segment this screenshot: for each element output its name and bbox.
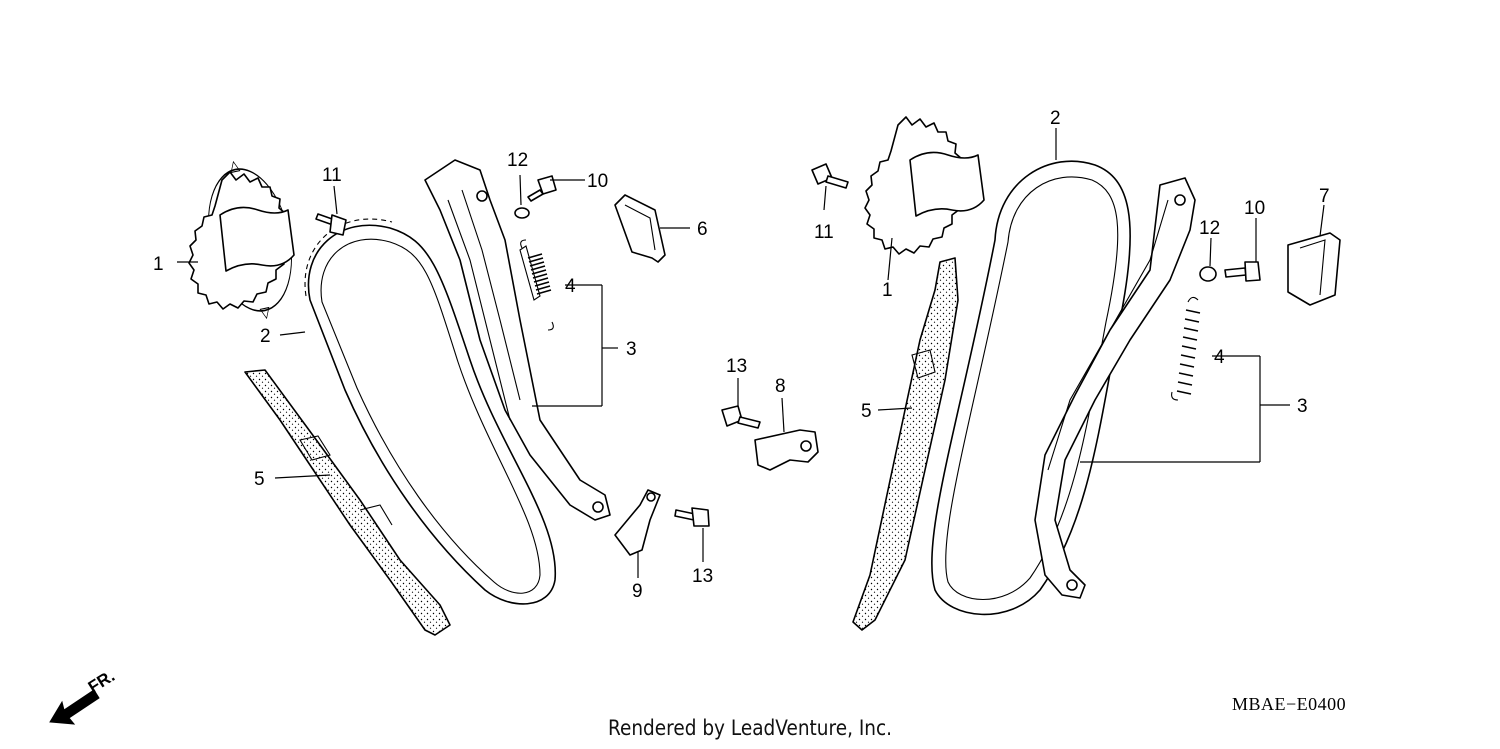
callout-left-8: 8	[775, 376, 786, 397]
right-cam-sprocket	[864, 116, 985, 255]
left-bolt-11	[315, 213, 347, 236]
right-washer-12	[1199, 266, 1217, 282]
callout-right-4: 4	[1214, 347, 1225, 368]
left-cam-chain	[304, 218, 556, 605]
callout-right-7: 7	[1319, 186, 1330, 207]
callout-left-12: 12	[507, 150, 528, 171]
right-tensioner-arm	[1034, 177, 1196, 599]
diagram-code: MBAE−E0400	[1232, 694, 1347, 714]
callout-left-1: 1	[153, 254, 164, 275]
left-bracket-8	[754, 429, 819, 471]
right-chain-guide	[852, 257, 959, 631]
callout-left-10: 10	[587, 171, 608, 192]
left-sprocket-teeth	[188, 171, 295, 310]
callout-left-3: 3	[626, 339, 637, 360]
right-bolt-11	[811, 163, 849, 189]
right-bolt-10	[1224, 261, 1261, 282]
callout-left-13-upper: 13	[726, 356, 747, 377]
callout-labels: 1 2 3 4 5 6 8 9 10 11 12 13 13 1 2 3 4 5…	[153, 108, 1330, 602]
callout-left-9: 9	[632, 581, 643, 602]
callout-left-6: 6	[697, 219, 708, 240]
right-plate-7	[1287, 232, 1341, 306]
callout-right-5: 5	[861, 401, 872, 422]
callout-right-11: 11	[814, 222, 834, 243]
left-bolt-13-lower	[674, 507, 710, 527]
left-plate-6	[614, 194, 666, 263]
left-chain-guide	[244, 369, 451, 636]
callout-right-1: 1	[882, 280, 893, 301]
left-washer-12	[514, 207, 530, 219]
callout-left-11: 11	[322, 165, 342, 186]
callout-right-2: 2	[1050, 108, 1061, 129]
left-tensioner-arm	[424, 159, 611, 521]
left-assembly	[188, 159, 819, 636]
callout-left-4: 4	[565, 276, 576, 297]
callout-right-3: 3	[1297, 396, 1308, 417]
callout-right-12: 12	[1199, 218, 1220, 239]
callout-right-10: 10	[1244, 198, 1265, 219]
front-arrow-icon	[49, 689, 100, 725]
callout-left-2: 2	[260, 326, 271, 347]
left-bracket-9	[614, 489, 661, 556]
right-assembly	[811, 116, 1341, 631]
left-bolt-13-upper	[721, 405, 761, 429]
leader-lines	[177, 128, 1325, 578]
callout-left-13-lower: 13	[692, 566, 713, 587]
right-cam-chain	[930, 160, 1131, 616]
left-tensioner-spring	[519, 239, 554, 331]
render-credit: Rendered by LeadVenture, Inc.	[607, 716, 893, 740]
callout-left-5: 5	[254, 469, 265, 490]
right-tensioner-spring	[1171, 296, 1201, 401]
